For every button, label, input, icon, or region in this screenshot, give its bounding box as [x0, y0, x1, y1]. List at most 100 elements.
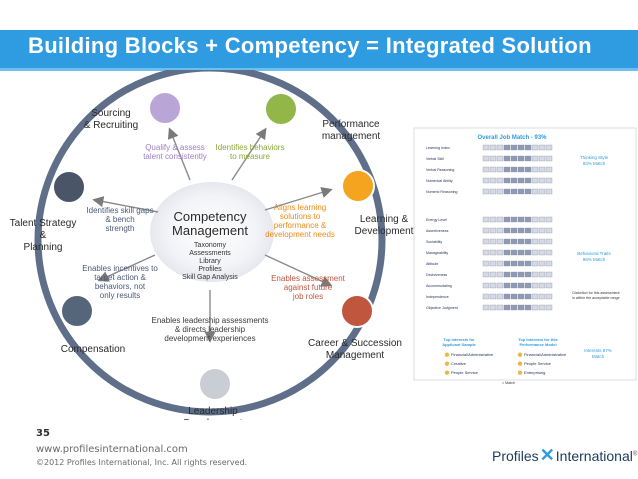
- behavior-row-scale-box: [531, 260, 539, 267]
- behavior-row-scale-box: [517, 249, 525, 256]
- behavior-row-scale-box: [517, 216, 525, 223]
- interest-item: Financial/Administrative: [524, 352, 567, 357]
- interest-dot: [444, 370, 450, 375]
- interest-dot: [517, 352, 523, 357]
- website-link[interactable]: www.profilesinternational.com: [36, 444, 188, 455]
- thinking-row-scale-box: [503, 188, 511, 195]
- behavior-row-scale-box: [545, 216, 553, 223]
- behavior-row-scale-box: [524, 216, 532, 223]
- title-bar: Building Blocks + Competency = Integrate…: [0, 0, 638, 71]
- behavior-row-scale-box: [496, 293, 504, 300]
- behavior-row-scale-box: [545, 238, 553, 245]
- behavior-row-scale-box: [538, 293, 546, 300]
- thinking-row-scale-box: [531, 177, 539, 184]
- thinking-row-scale-box: [538, 188, 546, 195]
- behavior-row-scale-box: [545, 227, 553, 234]
- behavior-row-scale-box: [503, 282, 511, 289]
- behavior-row-label: Manageability: [426, 251, 448, 255]
- behavior-row-scale-box: [489, 249, 497, 256]
- performance-node[interactable]: [264, 92, 298, 126]
- behavior-row-scale-box: [503, 293, 511, 300]
- behavior-row-scale-box: [482, 249, 490, 256]
- behavior-row-scale-box: [538, 304, 546, 311]
- behavior-row-scale-box: [496, 304, 504, 311]
- behavior-row-label: Accommodating: [426, 284, 452, 288]
- behavior-row-scale-box: [496, 238, 504, 245]
- behavior-row-scale-box: [517, 304, 525, 311]
- thinking-row-scale-box: [496, 155, 504, 162]
- thinking-row-scale-box: [489, 155, 497, 162]
- thinking-row-scale-box: [545, 177, 553, 184]
- behavior-row-label: Energy Level: [426, 218, 447, 222]
- learning-node[interactable]: [341, 169, 375, 203]
- talent-node[interactable]: [52, 170, 86, 204]
- behavior-row-scale-box: [510, 216, 518, 223]
- sourcing-node[interactable]: [148, 91, 182, 125]
- behavior-row-label: Decisiveness: [426, 273, 447, 277]
- logo-word2: International: [555, 448, 633, 464]
- behavior-row-scale-box: [489, 304, 497, 311]
- slide-number: 35: [36, 428, 50, 439]
- thinking-row-scale-box: [489, 144, 497, 151]
- thinking-row-scale-box: [496, 177, 504, 184]
- behavior-row-scale-box: [517, 260, 525, 267]
- leadership-node[interactable]: [198, 367, 232, 401]
- behavior-row-scale-box: [517, 238, 525, 245]
- talent-label: Talent Strategy&Planning: [10, 218, 77, 253]
- sourcing-label: Sourcing& Recruiting: [84, 108, 138, 131]
- spoke-career: [264, 254, 333, 287]
- spokes: [92, 127, 333, 343]
- learning-label: Learning &Development: [355, 214, 414, 237]
- behavior-row-scale-box: [517, 271, 525, 278]
- thinking-row-scale-box: [482, 188, 490, 195]
- thinking-row-scale-box: [482, 177, 490, 184]
- career-node[interactable]: [340, 294, 374, 328]
- thinking-row-scale-box: [531, 144, 539, 151]
- behavior-row-scale-box: [482, 238, 490, 245]
- behavior-row-scale-box: [503, 260, 511, 267]
- thinking-row-scale-box: [510, 144, 518, 151]
- interest-dot: [517, 370, 523, 375]
- behavior-row-scale-box: [545, 282, 553, 289]
- interest-item: People Service: [524, 361, 552, 366]
- thinking-row-scale-box: [503, 144, 511, 151]
- behavior-row-scale-box: [545, 271, 553, 278]
- behavior-row-scale-box: [538, 249, 546, 256]
- behavior-row-scale-box: [489, 238, 497, 245]
- thinking-row-scale-box: [545, 188, 553, 195]
- behavior-row-scale-box: [538, 282, 546, 289]
- behavior-row-scale-box: [545, 304, 553, 311]
- match-legend: = Match: [502, 381, 515, 385]
- title-banner: Building Blocks + Competency = Integrate…: [0, 30, 638, 71]
- behavior-row-scale-box: [517, 293, 525, 300]
- thinking-row-label: Numeric Reasoning: [426, 190, 458, 194]
- behavior-row-scale-box: [531, 304, 539, 311]
- behavior-row-scale-box: [524, 304, 532, 311]
- logo-mark-icon: ✕: [539, 445, 555, 465]
- behavior-row-scale-box: [510, 227, 518, 234]
- behavior-row-scale-box: [496, 282, 504, 289]
- behavior-row-scale-box: [531, 271, 539, 278]
- behavior-row-scale-box: [482, 227, 490, 234]
- behavior-row-scale-box: [489, 260, 497, 267]
- behavior-row-scale-box: [545, 260, 553, 267]
- thinking-row-scale-box: [524, 166, 532, 173]
- behavior-row-scale-box: [496, 271, 504, 278]
- behavior-row-scale-box: [545, 293, 553, 300]
- behavior-row-scale-box: [482, 282, 490, 289]
- leadership-label: LeadershipDevelopment: [184, 406, 243, 420]
- compensation-node[interactable]: [60, 294, 94, 328]
- behavior-row-scale-box: [531, 238, 539, 245]
- interest-dot: [444, 361, 450, 366]
- thinking-row-scale-box: [496, 188, 504, 195]
- behavior-row-scale-box: [545, 249, 553, 256]
- interest-item: Financial/Administrative: [451, 352, 494, 357]
